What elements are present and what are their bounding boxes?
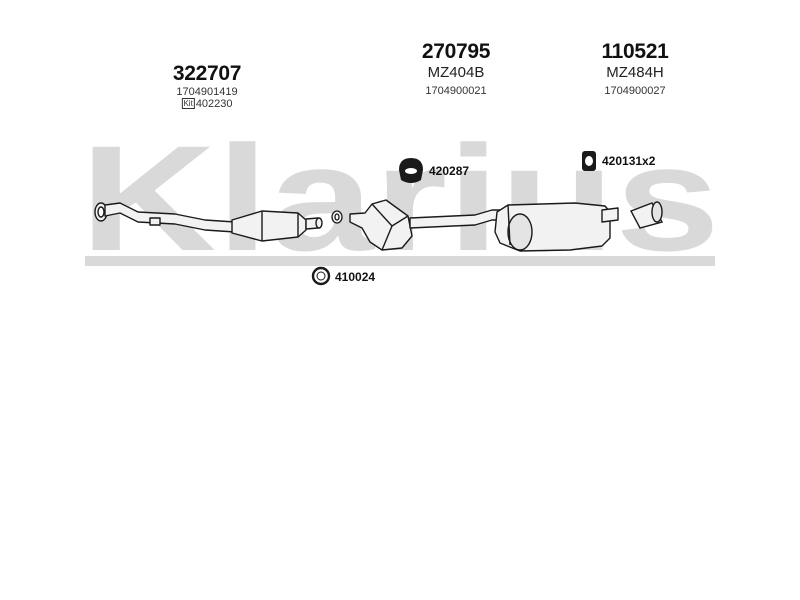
watermark: Klarius — [80, 114, 720, 282]
watermark-text: Klarius — [80, 114, 720, 282]
accessory-410024[interactable]: 410024 — [335, 270, 376, 284]
sealing-ring-icon — [311, 266, 331, 286]
front-pipe-with-catalyst[interactable] — [94, 202, 323, 242]
accessory-420131[interactable]: 420131x2 — [602, 154, 656, 168]
kit-icon: Kit — [181, 98, 195, 109]
tailpipe-trim[interactable] — [630, 201, 664, 229]
part-number[interactable]: 110521 — [601, 40, 669, 63]
rubber-hanger-icon — [399, 158, 423, 183]
kit-number: 402230 — [195, 98, 233, 110]
part-code: MZ404B — [427, 64, 485, 81]
watermark-underline — [85, 256, 715, 266]
centre-silencer-section[interactable] — [349, 199, 501, 251]
rear-silencer[interactable] — [494, 202, 619, 252]
oe-number: 1704901419 — [176, 86, 238, 98]
part-code: MZ484H — [606, 64, 664, 81]
part-number[interactable]: 322707 — [172, 62, 242, 85]
oe-number: 1704900021 — [425, 85, 487, 97]
rubber-mount-icon — [582, 151, 596, 171]
joint-ring — [331, 210, 343, 224]
part-number[interactable]: 270795 — [421, 40, 491, 63]
part-270795-label: 270795 MZ404B 1704900021 — [421, 40, 491, 97]
accessory-420287[interactable]: 420287 — [429, 164, 470, 178]
part-110521-label: 110521 MZ484H 1704900027 — [601, 40, 668, 97]
oe-number: 1704900027 — [604, 85, 666, 97]
